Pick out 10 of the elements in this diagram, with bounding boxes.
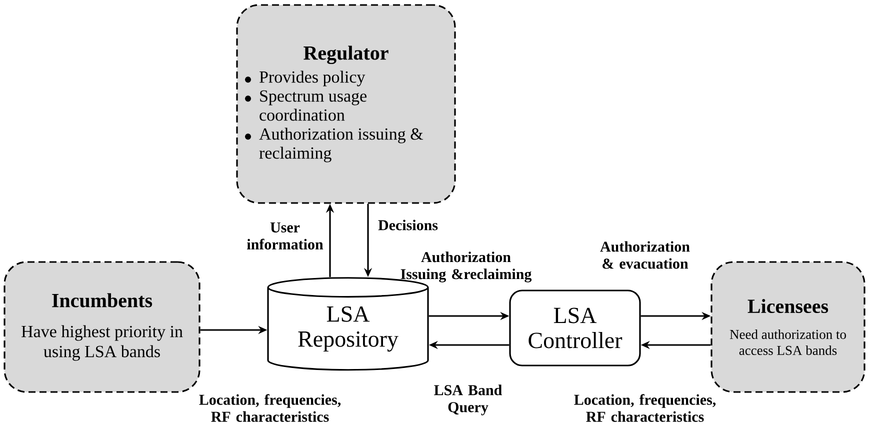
edge-label: User information bbox=[247, 222, 324, 250]
party-box: Incumbents Have highest priority in using LSA bands bbox=[4, 261, 200, 393]
edge-label: Location, frequencies, RF characteristics bbox=[574, 394, 716, 422]
party-box: Licensees Need authorization to access LSA bands bbox=[710, 261, 866, 393]
edge-label: Authorization & evacuation bbox=[600, 241, 690, 269]
party-box: Regulator Provides policy Spectrum usage coordination Authorization issuing & reclaiming bbox=[236, 4, 456, 204]
edge-label: Location, frequencies, RF characteristics bbox=[199, 394, 341, 422]
edge-label: Decisions bbox=[378, 220, 438, 230]
edge-label: LSA Band Query bbox=[434, 384, 502, 416]
controller-box: LSA Controller bbox=[509, 290, 641, 366]
